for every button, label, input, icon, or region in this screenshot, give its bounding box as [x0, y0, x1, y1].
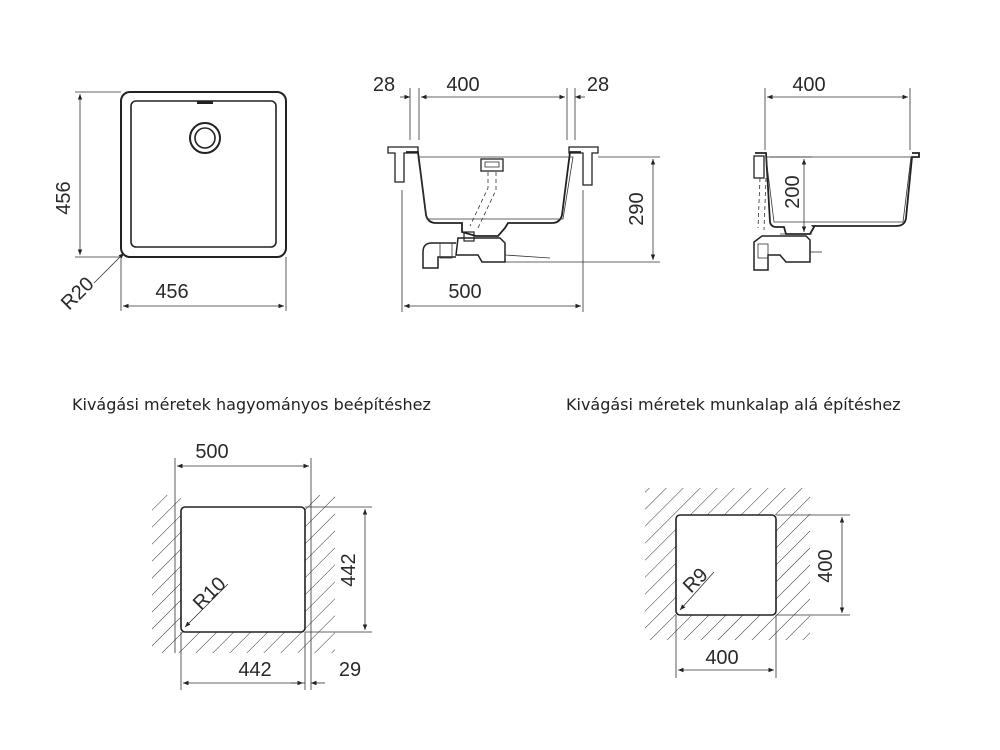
traditional-countertop-hatch: [152, 487, 335, 653]
undermount-height-label: 400: [815, 549, 837, 582]
caption-undermount: Kivágási méretek munkalap alá építéshez: [566, 395, 901, 414]
traditional-cutout-opening: [180, 506, 306, 633]
outlet-pipe: [422, 242, 456, 269]
traditional-overall-label: 500: [195, 441, 228, 463]
traditional-width-label: 442: [238, 659, 271, 681]
sink-outer-outline: [120, 91, 287, 258]
front-inner-width-label: 400: [446, 74, 479, 96]
cutout-traditional: 500 442 442 29 R10: [152, 441, 372, 690]
traditional-radius-leader: [184, 583, 229, 628]
top-view: 456 456 R20: [53, 91, 287, 315]
front-right-flange-label: 28: [587, 74, 609, 96]
overflow-slot: [197, 101, 213, 104]
drain-trap: [455, 237, 506, 263]
front-view: 28 400 28 290 500: [373, 74, 660, 312]
traditional-height-label: 442: [338, 553, 360, 586]
front-overall-width-label: 500: [448, 281, 481, 303]
undermount-cutout-opening: [675, 514, 777, 616]
right-countertop-clip: [568, 146, 599, 186]
drain-inner-ring: [194, 127, 216, 149]
side-view: 400 200: [753, 74, 920, 271]
overflow-box: [480, 158, 504, 172]
caption-traditional: Kivágási méretek hagyományos beépítéshez: [72, 395, 431, 414]
traditional-radius-label: R10: [189, 573, 231, 615]
front-bowl-outline: [406, 151, 581, 237]
overflow-hose: [469, 172, 489, 227]
front-left-flange-label: 28: [373, 74, 395, 96]
top-width-label: 456: [155, 281, 188, 303]
side-bowl-outline: [755, 152, 920, 235]
traditional-gap-label: 29: [339, 659, 361, 681]
cutout-undermount: 400 400 R9: [645, 488, 850, 678]
top-radius-label: R20: [57, 273, 99, 315]
side-drain-trap: [753, 235, 811, 271]
left-countertop-clip: [387, 146, 419, 183]
side-overflow-hose: [757, 177, 761, 229]
top-radius-leader: [93, 252, 125, 284]
top-height-label: 456: [53, 181, 75, 214]
drain-outer-ring: [189, 122, 221, 154]
undermount-countertop-hatch: [645, 488, 810, 640]
front-bowl-inner: [417, 156, 574, 220]
undermount-radius-leader: [679, 571, 715, 611]
front-depth-label: 290: [626, 192, 648, 225]
undermount-radius-label: R9: [679, 564, 713, 598]
side-depth-label: 200: [782, 175, 804, 208]
side-width-label: 400: [792, 74, 825, 96]
undermount-width-label: 400: [705, 647, 738, 669]
